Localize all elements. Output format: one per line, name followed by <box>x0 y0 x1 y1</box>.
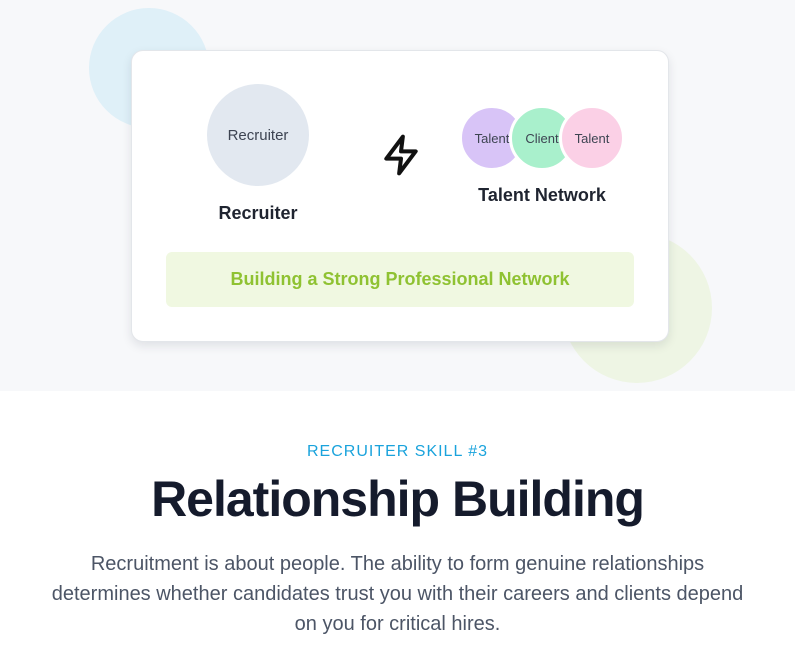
skill-eyebrow: RECRUITER SKILL #3 <box>306 443 488 460</box>
page-title: Relationship Building <box>151 471 645 527</box>
recruiter-caption: Recruiter <box>218 203 298 223</box>
banner-text: Building a Strong Professional Network <box>230 269 570 289</box>
lightning-bolt-icon <box>384 134 418 176</box>
network-card: Recruiter Recruiter Talent Client Talent… <box>131 50 669 342</box>
section-description: Recruitment is about people. The ability… <box>51 553 744 635</box>
network-node-label: Client <box>525 130 559 146</box>
recruiter-avatar: Recruiter <box>207 84 309 186</box>
network-banner: Building a Strong Professional Network <box>166 252 634 307</box>
hero-illustration: Recruiter Recruiter Talent Client Talent… <box>89 8 712 383</box>
network-node-label: Talent <box>574 130 610 146</box>
network-node-label: Talent <box>474 130 510 146</box>
recruiter-avatar-label: Recruiter <box>227 126 289 144</box>
network-node-client: Client <box>509 105 575 171</box>
network-caption: Talent Network <box>478 185 606 205</box>
network-node-talent-2: Talent <box>559 105 625 171</box>
